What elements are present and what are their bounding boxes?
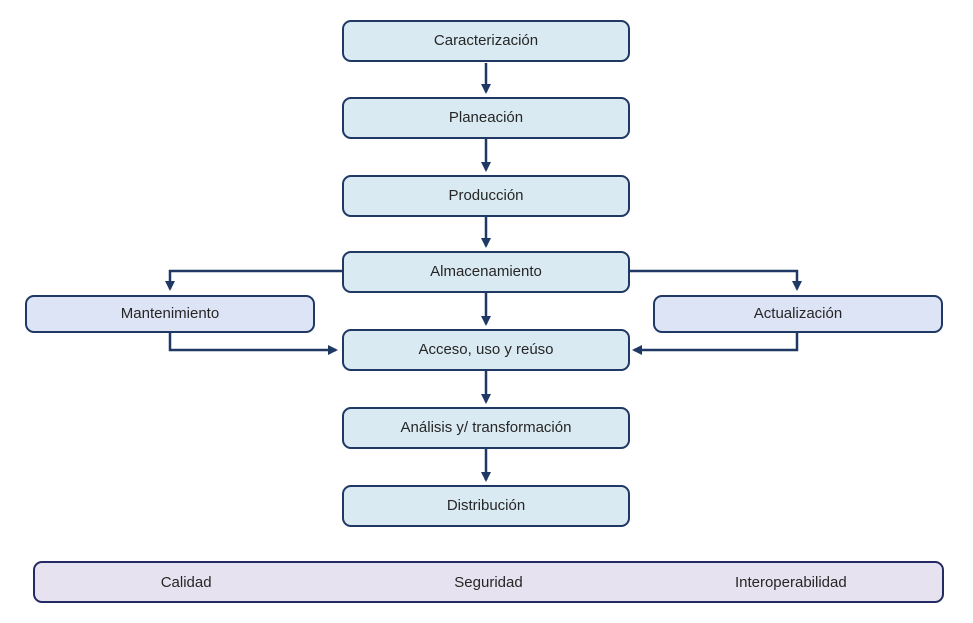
arrow-actualizacion-to-acceso [632, 333, 799, 355]
node-almacenamiento-label: Almacenamiento [430, 262, 542, 280]
node-caracterizacion-label: Caracterización [433, 31, 539, 49]
node-almacenamiento: Almacenamiento [342, 251, 630, 293]
node-analisis-transformacion-label: Análisis y/ transformación [400, 418, 572, 436]
node-mantenimiento-label: Mantenimiento [120, 304, 220, 322]
node-planeacion-label: Planeación [448, 108, 524, 126]
node-produccion: Producción [342, 175, 630, 217]
node-mantenimiento: Mantenimiento [25, 295, 315, 333]
node-produccion-label: Producción [448, 186, 524, 204]
arrow-almacenamiento-to-actualizacion [630, 269, 802, 291]
node-actualizacion: Actualización [653, 295, 943, 333]
arrow-almacenamiento-to-mantenimiento [165, 269, 342, 291]
footer-item-calidad: Calidad [160, 573, 212, 591]
node-acceso-uso-reuso-label: Acceso, uso y reúso [418, 340, 554, 358]
node-analisis-transformacion: Análisis y/ transformación [342, 407, 630, 449]
node-actualizacion-label: Actualización [753, 304, 843, 322]
node-acceso-uso-reuso: Acceso, uso y reúso [342, 329, 630, 371]
footer-item-seguridad: Seguridad [454, 573, 523, 591]
footer-bar: Calidad Seguridad Interoperabilidad [33, 561, 944, 603]
node-distribucion: Distribución [342, 485, 630, 527]
arrow-mantenimiento-to-acceso [168, 333, 338, 355]
node-caracterizacion: Caracterización [342, 20, 630, 62]
node-planeacion: Planeación [342, 97, 630, 139]
node-distribucion-label: Distribución [446, 496, 526, 514]
footer-item-interoperabilidad: Interoperabilidad [734, 573, 847, 591]
